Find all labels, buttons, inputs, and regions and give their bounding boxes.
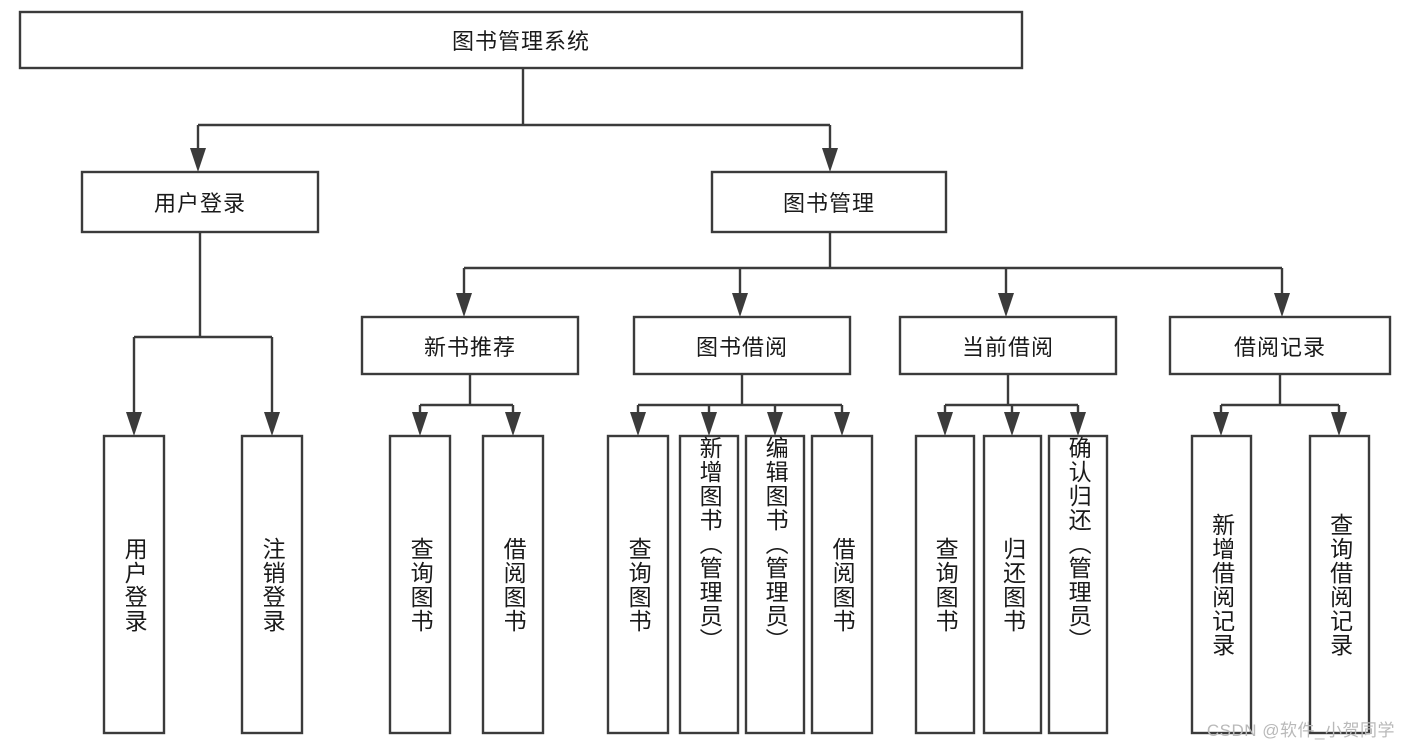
node-leaf-query-book-nb-box[interactable] — [388, 434, 452, 735]
arrow-borrow-record-leaf-1 — [1213, 412, 1229, 436]
node-book-borrow-box[interactable] — [632, 315, 852, 376]
arrow-book-mgmt-to-new-book — [456, 293, 472, 317]
csdn-watermark: CSDN @软件_小贺同学 — [1206, 721, 1395, 740]
node-leaf-add-book-box[interactable] — [678, 434, 740, 735]
arrow-book-borrow-leaf-2 — [701, 412, 717, 436]
arrow-book-borrow-leaf-3 — [767, 412, 783, 436]
node-leaf-confirm-return-box[interactable] — [1047, 434, 1109, 735]
node-leaf-query-book-cb-box[interactable] — [914, 434, 976, 735]
arrow-root-to-book-mgmt — [822, 148, 838, 172]
node-new-book-box[interactable] — [360, 315, 580, 376]
arrow-book-mgmt-to-book-borrow — [732, 293, 748, 317]
node-leaf-query-book-bb-box[interactable] — [606, 434, 670, 735]
node-root-box[interactable] — [18, 10, 1024, 70]
arrow-user-login-leaf-2 — [264, 412, 280, 436]
arrow-current-borrow-leaf-1 — [937, 412, 953, 436]
arrow-new-book-leaf-1 — [412, 412, 428, 436]
node-leaf-logout-box[interactable] — [240, 434, 304, 735]
arrow-book-borrow-leaf-1 — [630, 412, 646, 436]
arrow-current-borrow-leaf-3 — [1070, 412, 1086, 436]
node-leaf-add-record-box[interactable] — [1190, 434, 1253, 735]
arrow-book-borrow-leaf-4 — [834, 412, 850, 436]
arrow-current-borrow-leaf-2 — [1004, 412, 1020, 436]
arrow-book-mgmt-to-borrow-record — [1274, 293, 1290, 317]
node-leaf-query-record-box[interactable] — [1308, 434, 1371, 735]
node-leaf-borrow-book-nb-box[interactable] — [481, 434, 545, 735]
node-leaf-edit-book-box[interactable] — [744, 434, 806, 735]
node-leaf-return-book-box[interactable] — [982, 434, 1043, 735]
arrow-new-book-leaf-2 — [505, 412, 521, 436]
arrow-user-login-leaf-1 — [126, 412, 142, 436]
node-user-login-box[interactable] — [80, 170, 320, 234]
node-current-borrow-box[interactable] — [898, 315, 1118, 376]
arrow-book-mgmt-to-current-borrow — [998, 293, 1014, 317]
arrow-root-to-user-login — [190, 148, 206, 172]
node-leaf-user-login-box[interactable] — [102, 434, 166, 735]
arrow-borrow-record-leaf-2 — [1331, 412, 1347, 436]
node-borrow-record-box[interactable] — [1168, 315, 1392, 376]
node-book-mgmt-box[interactable] — [710, 170, 948, 234]
node-leaf-borrow-book-bb-box[interactable] — [810, 434, 874, 735]
